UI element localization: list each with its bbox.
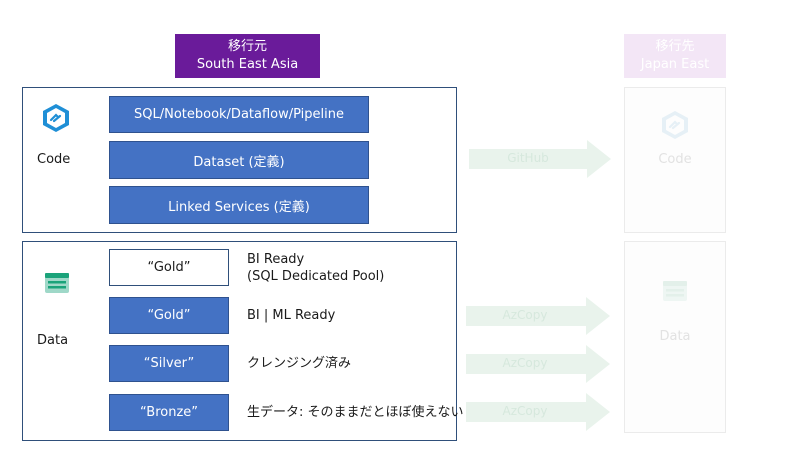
target-region-header: 移行先 Japan East	[624, 34, 726, 78]
data-tier-gold-sql-desc: BI Ready (SQL Dedicated Pool)	[247, 251, 384, 285]
synapse-workspace-icon	[43, 104, 69, 132]
source-region-title: 移行元	[227, 39, 267, 54]
azcopy-arrow-bronze: AzCopy	[466, 393, 610, 431]
data-tier-bronze-desc: 生データ: そのままだとほぼ使えない	[247, 405, 464, 420]
target-region-title: 移行先	[655, 39, 695, 54]
data-tier-gold-sql-desc-line1: BI Ready	[247, 252, 305, 267]
github-arrow-label: GitHub	[507, 151, 549, 165]
azcopy-arrow-bronze-label: AzCopy	[502, 404, 548, 418]
code-group-label: Code	[37, 152, 71, 167]
target-code-label: Code	[658, 152, 692, 167]
github-arrow: GitHub	[469, 140, 611, 178]
data-group-box	[22, 241, 457, 441]
storage-account-icon	[45, 273, 69, 293]
target-data-label: Data	[659, 329, 691, 344]
data-tier-gold-sql-desc-line2: (SQL Dedicated Pool)	[247, 269, 385, 284]
azcopy-arrow-silver: AzCopy	[466, 345, 610, 383]
target-synapse-workspace-icon	[662, 111, 688, 139]
source-region-header: 移行元 South East Asia	[175, 34, 320, 78]
code-item-linked-services: Linked Services (定義)	[109, 186, 369, 224]
code-item-sql-notebook: SQL/Notebook/Dataflow/Pipeline	[109, 96, 369, 133]
target-data-box	[624, 241, 726, 433]
source-region-subtitle: South East Asia	[196, 57, 299, 72]
data-tier-bronze: “Bronze”	[109, 394, 229, 431]
azcopy-arrow-gold-label: AzCopy	[502, 308, 548, 322]
code-item-dataset: Dataset (定義)	[109, 141, 369, 179]
azcopy-arrow-silver-label: AzCopy	[502, 356, 548, 370]
data-tier-gold-desc: BI | ML Ready	[247, 308, 336, 323]
data-tier-silver-desc: クレンジング済み	[247, 356, 352, 371]
data-tier-gold-sql: “Gold”	[109, 249, 229, 286]
data-tier-silver: “Silver”	[109, 345, 229, 382]
data-group-label: Data	[37, 333, 69, 348]
data-tier-gold: “Gold”	[109, 297, 229, 334]
target-storage-account-icon	[663, 281, 687, 301]
azcopy-arrow-gold: AzCopy	[466, 297, 610, 335]
target-region-subtitle: Japan East	[640, 57, 710, 72]
